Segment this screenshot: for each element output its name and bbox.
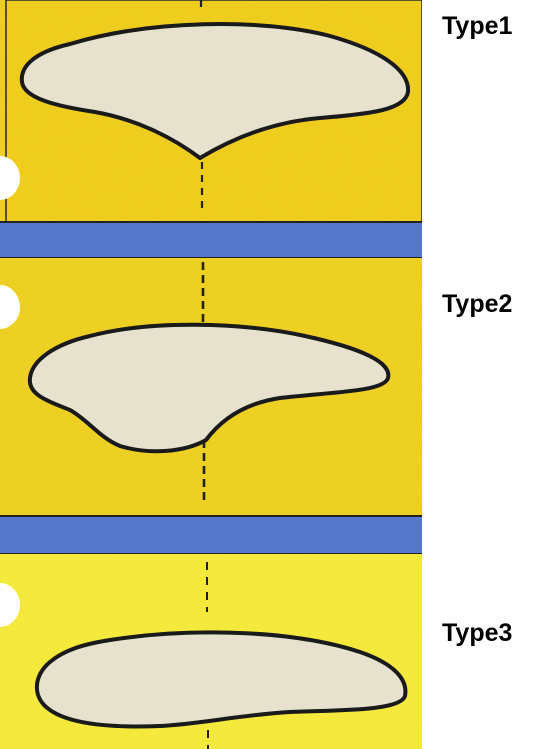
label-type1: Type1 (442, 14, 512, 39)
separator-2 (0, 516, 422, 554)
separator-1 (0, 222, 422, 258)
label-type2: Type2 (442, 292, 512, 317)
label-type3: Type3 (442, 621, 512, 646)
panel-strip (0, 0, 422, 749)
